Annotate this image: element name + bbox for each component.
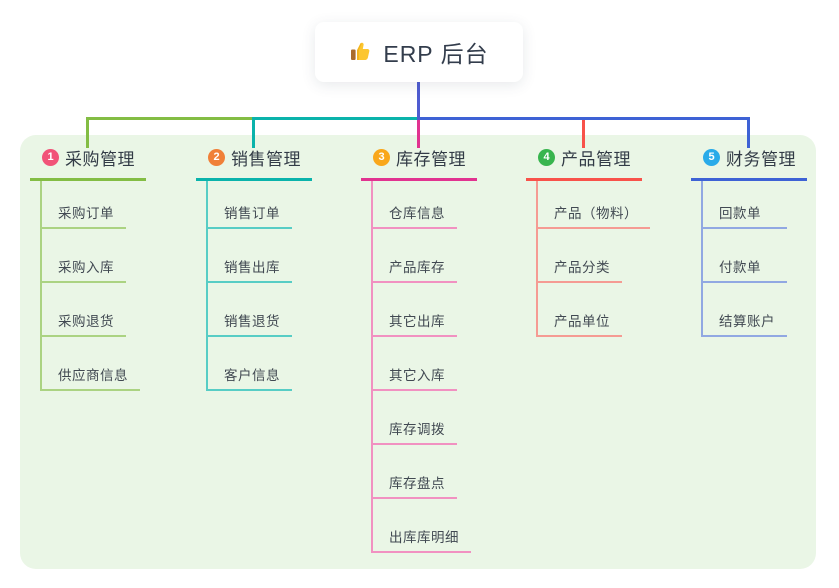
child-label: 产品库存 [389,260,445,275]
connector-drop-1 [86,117,89,148]
child-node[interactable]: 供应商信息 [42,337,140,391]
root-node[interactable]: ERP 后台 [315,22,523,82]
child-node[interactable]: 出库库明细 [373,499,471,553]
branch-children-list: 产品（物料） 产品分类产品单位 [536,181,650,337]
branch-label: 销售管理 [231,150,301,169]
child-label: 客户信息 [224,368,280,383]
thumbs-up-icon [349,40,373,64]
child-node[interactable]: 销售出库 [208,229,292,283]
child-node[interactable]: 采购入库 [42,229,126,283]
child-label: 其它出库 [389,314,445,329]
connector-drop-5 [747,117,750,148]
branch-node-4[interactable]: 4 产品管理 [526,144,642,181]
child-label: 采购退货 [58,314,114,329]
child-label: 库存调拨 [389,422,445,437]
branch-number-badge: 1 [42,149,59,166]
branch-children-list: 回款单付款单结算账户 [701,181,787,337]
connector-horizontal-left-teal [252,117,419,120]
child-node[interactable]: 其它出库 [373,283,457,337]
connector-horizontal-right-blue [417,117,749,120]
connector-drop-4 [582,117,585,148]
child-node[interactable]: 产品单位 [538,283,622,337]
child-label: 出库库明细 [389,530,459,545]
branch-children-list: 仓库信息产品库存其它出库其它入库库存调拨库存盘点出库库明细 [371,181,471,553]
branch-column-2: 2 销售管理销售订单销售出库销售退货客户信息 [196,144,312,391]
child-node[interactable]: 其它入库 [373,337,457,391]
child-node[interactable]: 仓库信息 [373,181,457,229]
branch-children-list: 采购订单采购入库采购退货供应商信息 [40,181,140,391]
child-node[interactable]: 销售订单 [208,181,292,229]
child-label: 库存盘点 [389,476,445,491]
branch-children-list: 销售订单销售出库销售退货客户信息 [206,181,292,391]
branch-column-4: 4 产品管理产品（物料） 产品分类产品单位 [526,144,650,337]
child-node[interactable]: 库存盘点 [373,445,457,499]
child-label: 销售出库 [224,260,280,275]
branch-label: 财务管理 [726,150,796,169]
branch-node-5[interactable]: 5 财务管理 [691,144,807,181]
branch-number-badge: 5 [703,149,720,166]
child-label: 采购入库 [58,260,114,275]
connector-drop-3 [417,117,420,148]
connector-root-stem [417,82,420,120]
child-node[interactable]: 销售退货 [208,283,292,337]
child-label: 供应商信息 [58,368,128,383]
branch-node-2[interactable]: 2 销售管理 [196,144,312,181]
branch-number-badge: 3 [373,149,390,166]
branch-column-1: 1 采购管理采购订单采购入库采购退货供应商信息 [30,144,146,391]
child-label: 付款单 [719,260,761,275]
child-node[interactable]: 采购退货 [42,283,126,337]
branch-column-3: 3 库存管理仓库信息产品库存其它出库其它入库库存调拨库存盘点出库库明细 [361,144,477,553]
branch-node-1[interactable]: 1 采购管理 [30,144,146,181]
branch-number-badge: 2 [208,149,225,166]
child-label: 产品（物料） [554,206,638,221]
connector-drop-2 [252,117,255,148]
child-label: 产品单位 [554,314,610,329]
child-label: 产品分类 [554,260,610,275]
child-label: 其它入库 [389,368,445,383]
child-node[interactable]: 客户信息 [208,337,292,391]
child-label: 回款单 [719,206,761,221]
branch-number-badge: 4 [538,149,555,166]
child-label: 销售退货 [224,314,280,329]
child-label: 销售订单 [224,206,280,221]
child-node[interactable]: 产品库存 [373,229,457,283]
branch-label: 产品管理 [561,150,631,169]
branches-panel [20,135,816,569]
child-node[interactable]: 付款单 [703,229,787,283]
child-node[interactable]: 采购订单 [42,181,126,229]
child-node[interactable]: 结算账户 [703,283,787,337]
child-node[interactable]: 产品（物料） [538,181,650,229]
child-node[interactable]: 回款单 [703,181,787,229]
child-label: 仓库信息 [389,206,445,221]
root-title: ERP 后台 [383,41,489,67]
child-node[interactable]: 库存调拨 [373,391,457,445]
child-node[interactable]: 产品分类 [538,229,622,283]
branch-label: 库存管理 [396,150,466,169]
child-label: 采购订单 [58,206,114,221]
branch-label: 采购管理 [65,150,135,169]
branch-column-5: 5 财务管理回款单付款单结算账户 [691,144,807,337]
branch-node-3[interactable]: 3 库存管理 [361,144,477,181]
child-label: 结算账户 [719,314,775,329]
